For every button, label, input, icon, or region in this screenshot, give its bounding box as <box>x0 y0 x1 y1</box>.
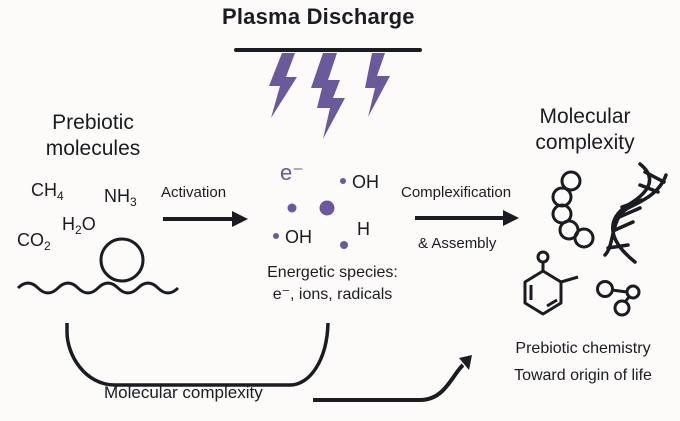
benzene-ring-icon <box>523 250 579 316</box>
molecule-base: H <box>62 214 75 234</box>
molecule-tail: O <box>81 214 96 234</box>
molecule-subscript: 2 <box>75 223 82 237</box>
molecular-complexity-heading: Molecular complexity <box>500 104 670 156</box>
caption-line: Prebiotic chemistry <box>515 340 651 357</box>
particle-dot <box>340 241 348 249</box>
molecule-nh3: NH3 <box>104 186 137 209</box>
heading-line: Prebiotic <box>52 111 134 134</box>
particle-dot <box>319 200 335 216</box>
molecule-h2o: H2O <box>62 214 96 237</box>
complexification-label: Complexification <box>401 184 512 201</box>
hydroxyl-radical-bottom: OH <box>285 227 312 247</box>
feedback-bracket <box>65 322 330 387</box>
activation-arrow-head <box>232 211 248 227</box>
lightning-bolts <box>269 53 390 139</box>
hydrogen-radical: H <box>357 219 370 239</box>
molecule-chain-icon <box>551 170 595 249</box>
activation-label: Activation <box>161 184 227 201</box>
molecule-base: CH <box>31 180 57 200</box>
energetic-particles <box>273 178 348 249</box>
complexification-arrow-head <box>503 210 519 226</box>
molecule-subscript: 3 <box>130 195 137 209</box>
particle-dot <box>287 203 297 213</box>
electron-symbol: e⁻ <box>280 160 304 185</box>
prebiotic-molecules-heading: Prebiotic molecules <box>18 110 168 162</box>
caption-line: Toward origin of life <box>514 367 652 384</box>
molecule-co2: CO2 <box>17 230 51 253</box>
diagram-title: Plasma Discharge <box>222 4 415 29</box>
energetic-species-caption: Energetic species: e⁻, ions, radicals <box>245 262 420 306</box>
particle-dot <box>340 178 346 184</box>
molecule-ch4: CH4 <box>31 180 64 203</box>
particle-dot <box>273 233 279 239</box>
molecule-base: CO <box>17 230 44 250</box>
lightning-bolt-icon <box>269 53 297 118</box>
heading-line: complexity <box>535 131 635 154</box>
molecule-cluster-icon <box>596 280 641 317</box>
hydroxyl-radical-top: OH <box>352 172 379 192</box>
bottom-molecular-complexity-label: Molecular complexity <box>104 383 263 402</box>
dna-helix-icon <box>603 162 668 264</box>
molecule-subscript: 4 <box>57 189 64 203</box>
molecule-subscript: 2 <box>44 239 51 253</box>
prebiotic-chemistry-caption: Prebiotic chemistry Toward origin of lif… <box>488 335 678 389</box>
lightning-bolt-icon <box>311 53 345 139</box>
molecule-base: NH <box>104 186 130 206</box>
assembly-label: & Assembly <box>418 235 497 252</box>
origin-arrow-shaft <box>313 363 465 402</box>
caption-line: Energetic species: <box>267 264 398 281</box>
heading-line: molecules <box>45 137 141 160</box>
wavy-chain-icon <box>16 281 180 295</box>
heading-line: Molecular <box>539 105 631 128</box>
origin-arrow-head <box>459 355 472 370</box>
lightning-bolt-icon <box>365 53 390 117</box>
loop-ring-icon <box>99 237 145 283</box>
caption-line: e⁻, ions, radicals <box>272 286 393 303</box>
